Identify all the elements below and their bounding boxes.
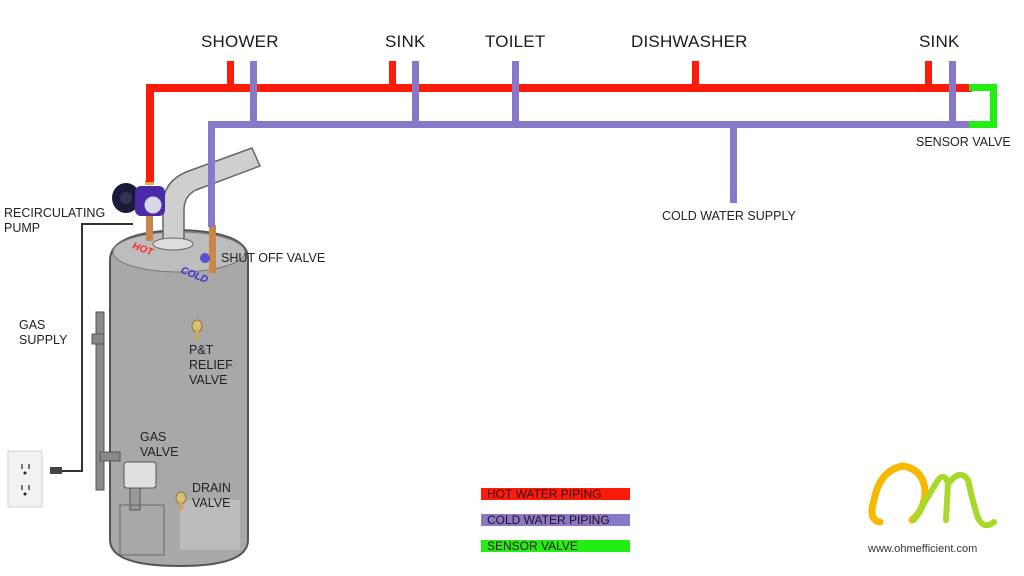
fixture-label-sink: SINK [385, 32, 426, 51]
recirculating-pump-icon [112, 180, 165, 216]
cold-branch-toilet [512, 61, 519, 123]
gas-valve-label: GAS VALVE [140, 430, 179, 459]
hot-riser [146, 84, 154, 182]
electrical-outlet-icon [7, 450, 43, 508]
website-url: www.ohmefficient.com [868, 543, 978, 555]
flue-pipe [162, 147, 262, 245]
hot-branch-sink1 [389, 61, 396, 86]
cold-water-supply-line [730, 121, 737, 203]
sensor-valve-side [990, 84, 997, 128]
gas-valve-icon [119, 461, 165, 556]
hot-main-line [146, 84, 972, 92]
recirculating-pump-label: RECIRCULATING PUMP [4, 206, 106, 235]
hot-outlet-pipe [146, 205, 153, 241]
cold-branch-shower [250, 61, 257, 123]
legend-sensor-valve: SENSOR VALVE [481, 540, 630, 552]
plug-icon [50, 467, 62, 474]
cold-riser [208, 121, 215, 227]
shut-off-valve-label: SHUT OFF VALVE [221, 251, 326, 265]
legend-hot-water-piping: HOT WATER PIPING [481, 488, 630, 500]
hot-branch-shower [227, 61, 234, 86]
water-heater-tank [109, 228, 250, 568]
drain-valve-label: DRAIN VALVE [192, 481, 231, 510]
sensor-valve-label: SENSOR VALVE [916, 135, 1011, 149]
drain-valve-icon [175, 491, 187, 510]
fixture-label-toilet: TOILET [485, 32, 546, 51]
cold-branch-sink2 [949, 61, 956, 123]
cold-water-supply-label: COLD WATER SUPPLY [662, 209, 796, 223]
pt-relief-valve-label: P&T RELIEF VALVE [189, 343, 233, 387]
hot-branch-sink2 [925, 61, 932, 86]
pt-relief-valve-icon [191, 319, 203, 340]
sensor-valve-bottom [969, 121, 997, 128]
gas-supply-label: GAS SUPPLY [19, 318, 68, 347]
fixture-label-dishwasher: DISHWASHER [631, 32, 748, 51]
fixture-label-shower: SHOWER [201, 32, 279, 51]
legend-cold-water-piping: COLD WATER PIPING [481, 514, 630, 526]
hot-branch-dishwasher [692, 61, 699, 86]
fixture-label-sink: SINK [919, 32, 960, 51]
cold-inlet-pipe [209, 225, 216, 273]
shut-off-valve-icon [200, 253, 210, 263]
sensor-valve-top [969, 84, 997, 91]
power-cord [60, 223, 133, 472]
gas-supply-pipe [91, 311, 121, 491]
cold-branch-sink1 [412, 61, 419, 123]
cold-main-line [208, 121, 971, 128]
